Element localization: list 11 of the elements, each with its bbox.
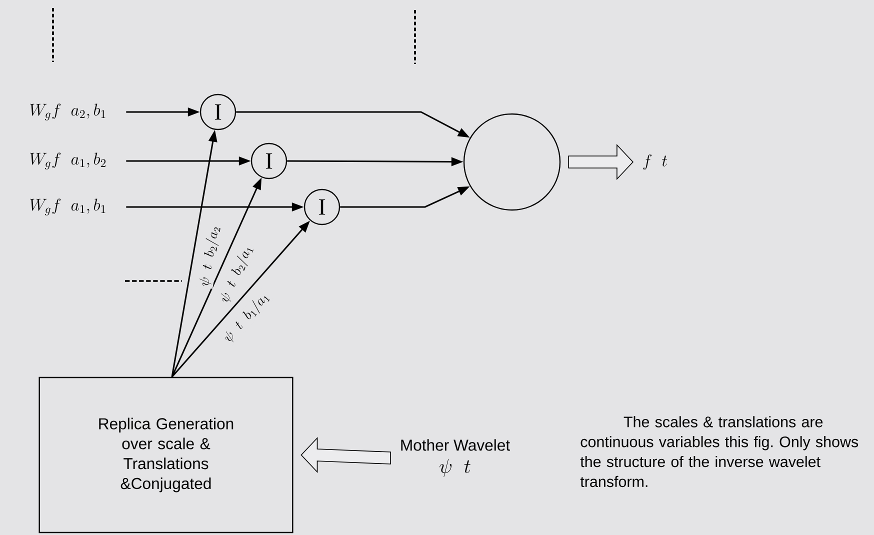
summation-circle bbox=[463, 113, 561, 211]
block-arrow bbox=[300, 436, 391, 474]
formula-text: $W_g f\;\; a_2, b_1$ bbox=[30, 104, 106, 120]
block-arrow bbox=[568, 144, 634, 180]
edge-label: $\psi\;\; t\;\; b_2/a_2$ bbox=[200, 227, 220, 286]
formula-text: $f\;\; t$ bbox=[643, 154, 668, 170]
process-box: Replica Generation over scale & Translations &Conjugated bbox=[38, 376, 294, 534]
formula-text: $W_g f\;\; a_1, b_2$ bbox=[30, 152, 106, 170]
formula-text: $W_g f\;\; a_1, b_1$ bbox=[30, 198, 106, 216]
note-text: The scales & translations are continuous variables this fig. Only shows the structure of the inverse wavelet transform. bbox=[580, 416, 858, 488]
input-label: Mother Wavelet $\psi\;\; t$ bbox=[401, 439, 510, 478]
